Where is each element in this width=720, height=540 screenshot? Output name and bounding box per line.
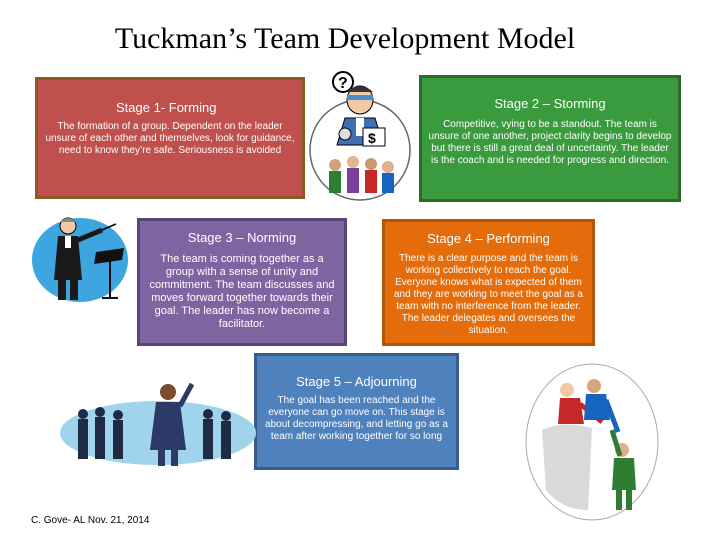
stage-2-box: Stage 2 – Storming Competitive, vying to… (419, 75, 681, 202)
stage-1-heading: Stage 1- Forming (116, 100, 217, 115)
confused-businessman-icon: ? $ (309, 71, 411, 201)
stage-1-text: The formation of a group. Dependent on t… (45, 121, 295, 156)
stage-3-heading: Stage 3 – Norming (187, 230, 297, 245)
slide-title: Tuckman’s Team Development Model (114, 22, 576, 55)
svg-text:?: ? (338, 75, 348, 92)
teamwork-pull-up-icon (525, 363, 659, 521)
stage-1-box: Stage 1- Forming The formation of a grou… (35, 77, 305, 199)
business-team-icon (60, 382, 256, 466)
conductor-icon (32, 217, 128, 302)
stage-2-heading: Stage 2 – Storming (494, 96, 606, 111)
svg-text:$: $ (368, 130, 376, 146)
stage-5-heading: Stage 5 – Adjourning (296, 374, 417, 389)
stage-5-box: Stage 5 – Adjourning The goal has been r… (254, 353, 459, 470)
stage-3-box: Stage 3 – Norming The team is coming tog… (137, 218, 347, 346)
stage-4-box: Stage 4 – Performing There is a clear pu… (382, 219, 595, 346)
stage-4-heading: Stage 4 – Performing (427, 231, 550, 246)
stage-4-text: There is a clear purpose and the team is… (393, 253, 583, 336)
footer-credit: C. Gove- AL Nov. 21, 2014 (31, 515, 150, 526)
stage-5-text: The goal has been reached and the everyo… (265, 395, 448, 442)
stage-2-text: Competitive, vying to be a standout. The… (428, 119, 672, 166)
stage-3-text: The team is coming together as a group w… (149, 253, 335, 330)
